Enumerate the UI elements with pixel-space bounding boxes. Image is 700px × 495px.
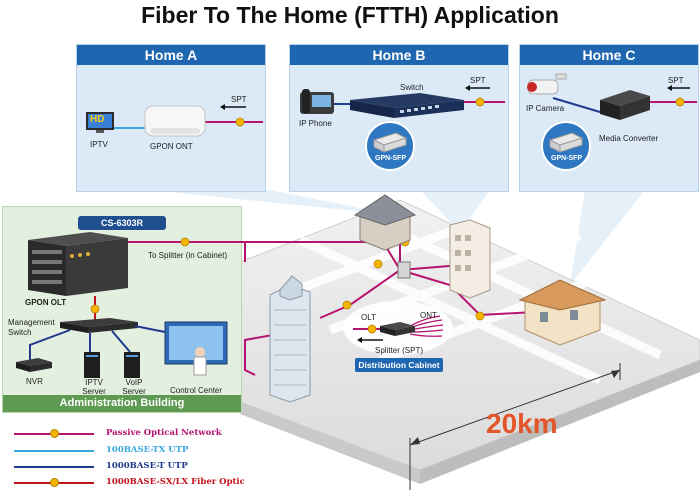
legend-label: 100BASE-TX UTP [106,445,189,455]
gpon-olt-icon [28,232,128,296]
switch-icon [350,93,464,118]
splitter-label: Splitter (SPT) [375,346,424,355]
home-b-panel: Home B [289,44,509,192]
gpon-ont-label: GPON ONT [150,142,193,151]
management-switch-icon [60,318,138,333]
home-c-title: Home C [520,45,698,65]
to-splitter-label: To Splitter (in Cabinet) [148,251,228,260]
home-c-sfp-label: GPN-SFP [551,155,583,162]
callout-home-c [570,190,645,285]
hd-badge: HD [90,114,105,125]
splitter-dot-icon [50,429,59,438]
sfp-module-icon [372,132,408,153]
media-converter-label: Media Converter [599,134,659,143]
nvr-label: NVR [26,377,43,386]
management-switch-label: Management Switch [8,318,55,337]
callout-home-a [150,190,395,215]
control-center-icon [164,321,228,376]
gpon-ont-icon [144,105,206,137]
gpon-olt-label: GPON OLT [25,298,67,307]
home-a-spt-label: SPT [231,95,247,104]
tower-building [269,275,311,403]
callout-home-b [420,190,490,232]
page-title: Fiber To The Home (FTTH) Application [141,2,559,28]
home-b-spt-label: SPT [470,76,486,85]
home-c-panel: Home C [519,44,699,192]
nvr-icon [16,358,52,372]
media-converter-icon [600,90,650,120]
legend-label: 1000BASE-SX/LX Fiber Optic [106,477,245,487]
splitter-dot-icon [50,478,59,487]
home-b-title: Home B [290,45,508,65]
distance-label: 20km [486,408,558,439]
voip-server-label: VoIP Server [122,378,146,396]
home-b-sfp-label: GPN-SFP [375,155,407,162]
house-a [353,194,417,251]
iptv-icon [86,112,114,133]
switch-label: Switch [400,83,424,92]
legend-line [14,450,94,452]
ip-camera-label: IP Camera [526,104,565,113]
legend-item: 1000BASE-SX/LX Fiber Optic [14,477,245,489]
ip-camera-icon [527,73,567,95]
iptv-server-label: IPTV Server [82,378,106,396]
cabinet-ont-label: ONT [420,311,437,320]
control-center-label: Control Center [170,386,223,395]
legend-line [14,466,94,468]
ip-phone-icon [300,89,334,114]
legend-label: 1000BASE-T UTP [106,461,188,471]
legend-label: Passive Optical Network [106,428,222,438]
apartment-b [449,219,491,299]
home-a-title: Home A [77,45,265,65]
ip-phone-label: IP Phone [299,119,332,128]
cabinet-on-map [397,261,411,279]
admin-building-footer: Administration Building [3,395,241,412]
cs-6303r-tag: CS-6303R [78,216,166,230]
legend-item: Passive Optical Network [14,428,244,440]
home-c-spt-label: SPT [668,76,684,85]
voip-server-icon [124,352,140,378]
iptv-server-icon [84,352,100,378]
sfp-module-icon [548,132,584,153]
legend-item: 1000BASE-T UTP [14,461,244,473]
iptv-label: IPTV [90,140,108,149]
splitter-icon [380,322,415,336]
distribution-cabinet-tag: Distribution Cabinet [355,358,443,372]
legend-item: 100BASE-TX UTP [14,445,244,457]
cabinet-olt-label: OLT [361,313,376,322]
house-c [518,279,607,346]
